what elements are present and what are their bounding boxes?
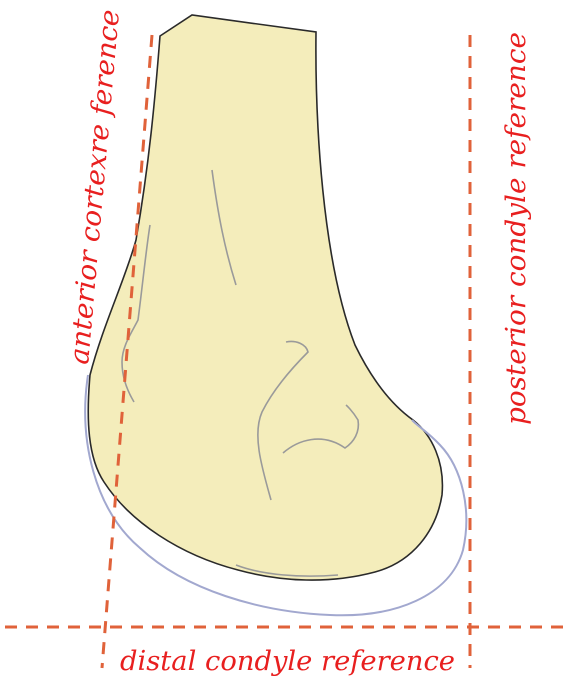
posterior-reference-label: posterior condyle reference — [501, 32, 532, 425]
distal-reference-label: distal condyle reference — [120, 646, 455, 677]
